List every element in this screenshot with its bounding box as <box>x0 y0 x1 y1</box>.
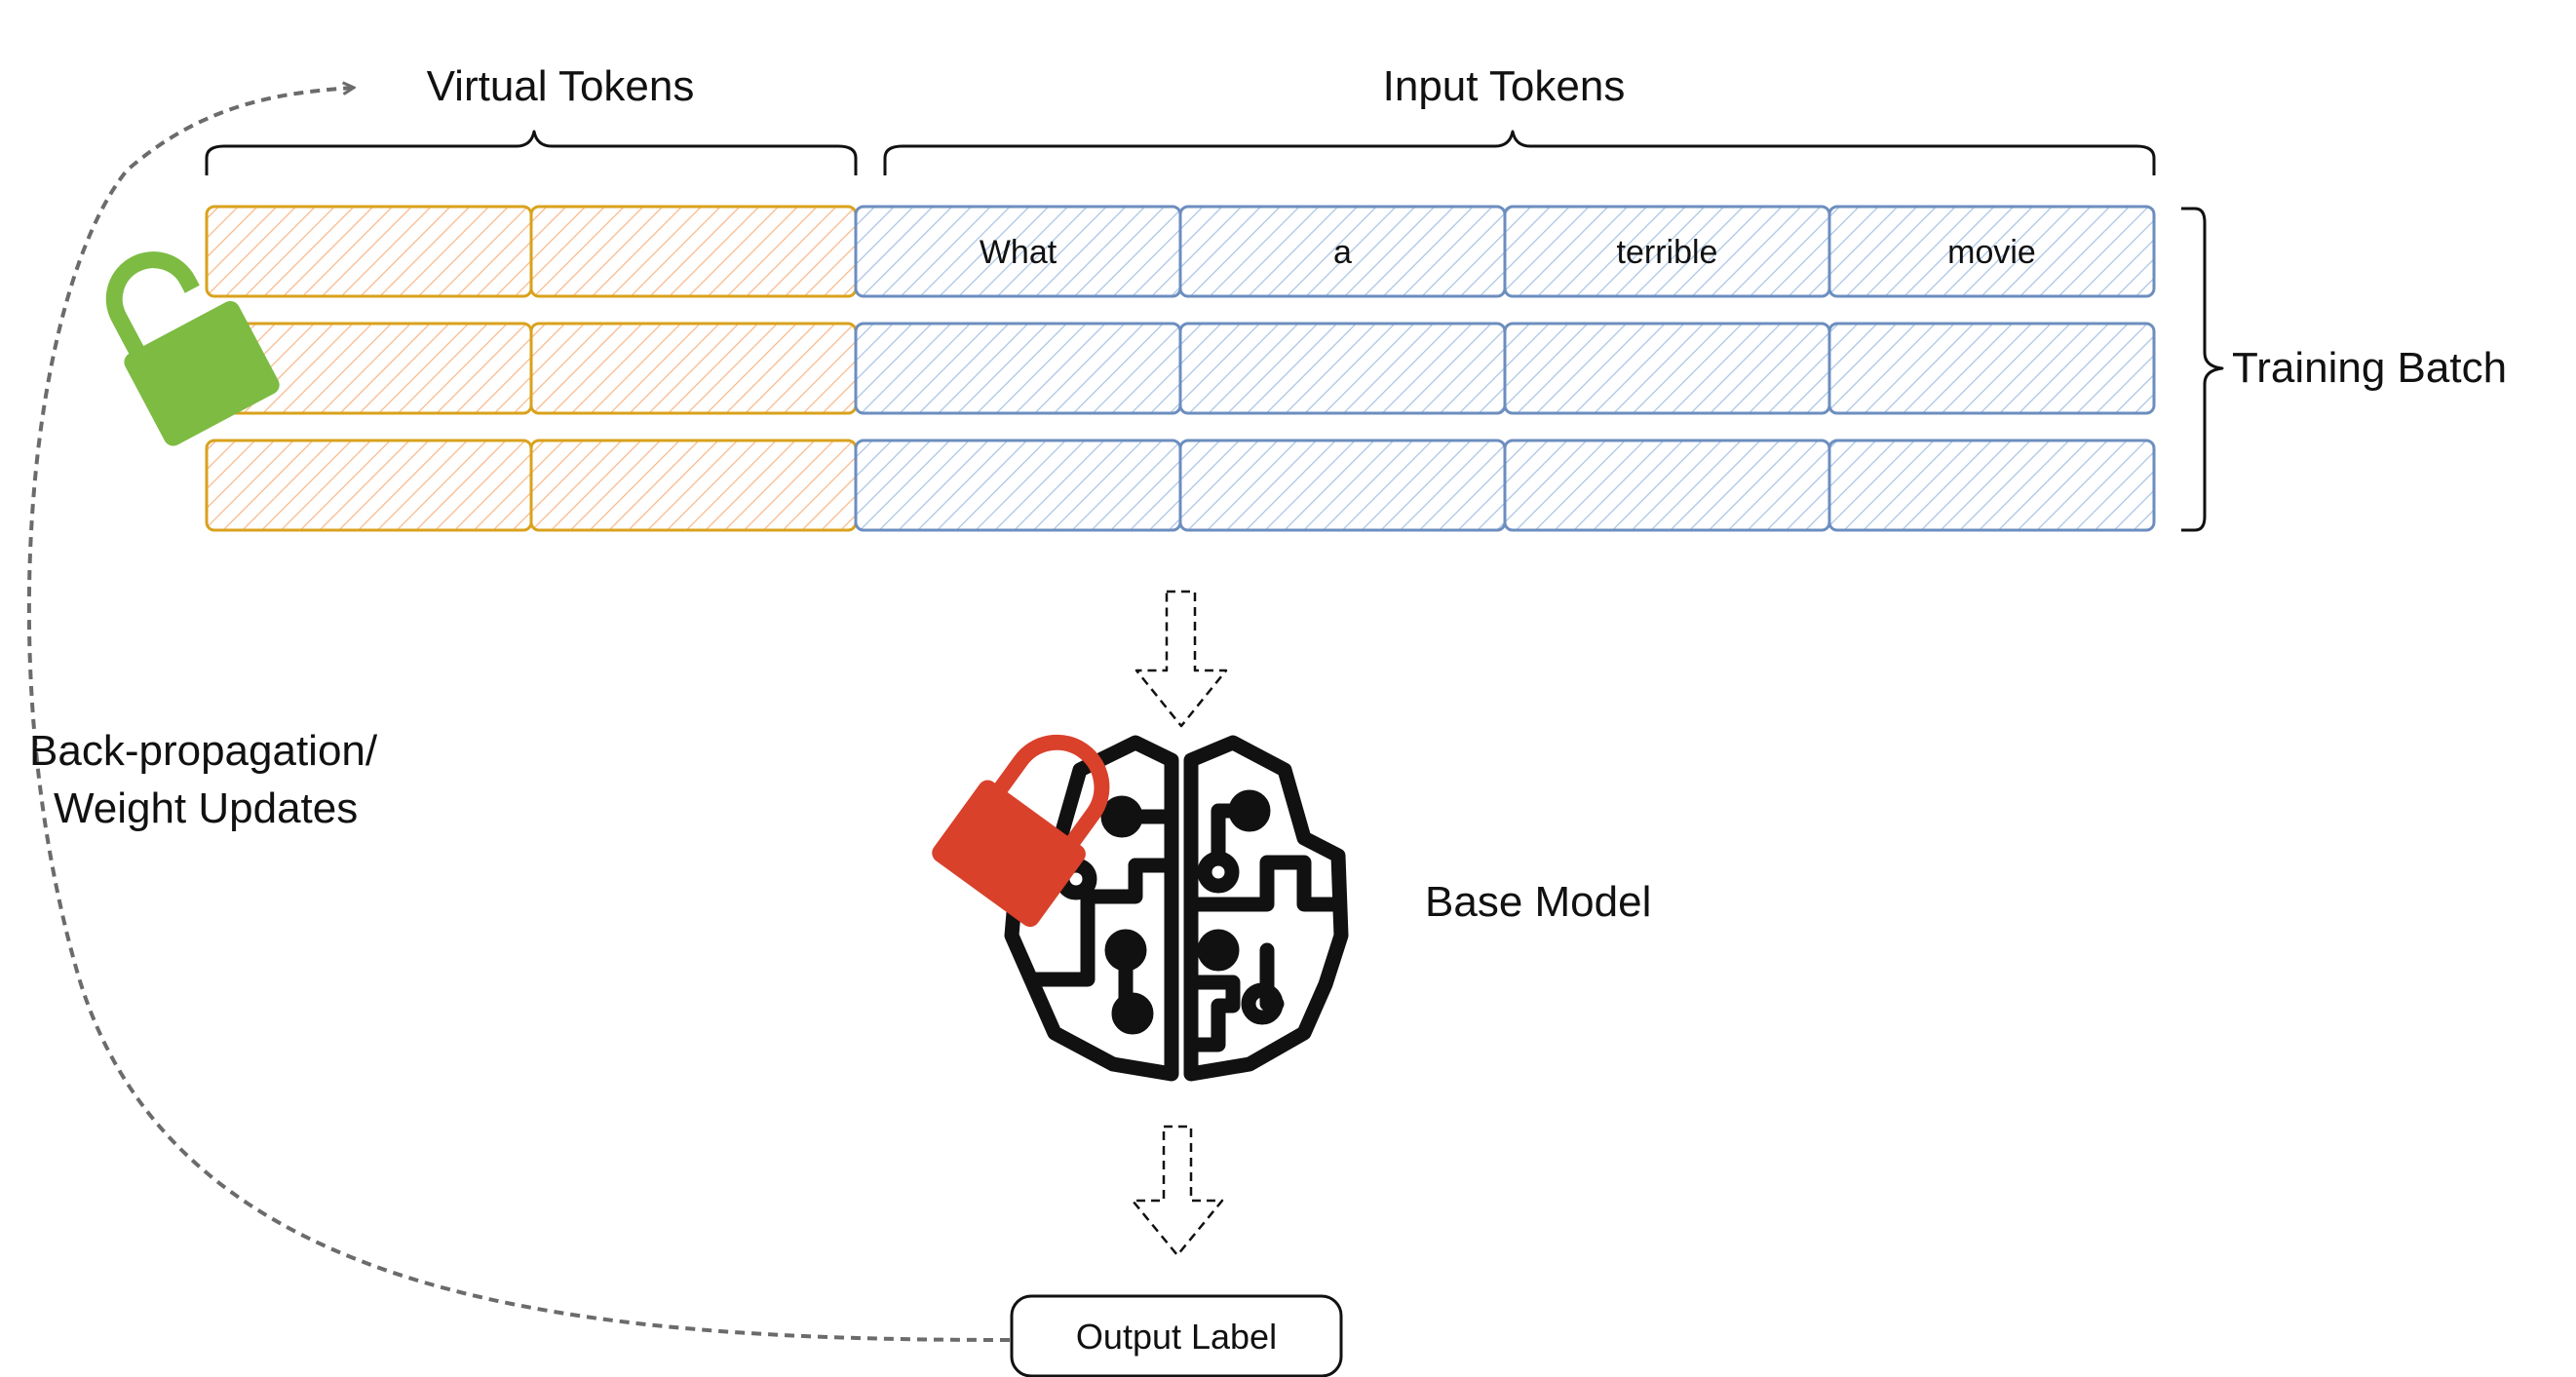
virtual-token-cell <box>529 439 858 532</box>
virtual-token-cell <box>529 322 858 415</box>
input-token-text: movie <box>1947 234 2036 271</box>
down-arrow-to-output <box>1131 1125 1224 1257</box>
down-arrow-to-model <box>1134 590 1228 728</box>
input-token-text: a <box>1333 234 1352 271</box>
input-token-cell <box>1178 439 1507 532</box>
training-batch-label: Training Batch <box>2232 344 2507 392</box>
input-token-cell <box>1178 322 1507 415</box>
training-batch-grid: What a terrible movie <box>205 205 2156 532</box>
unlocked-padlock-icon <box>105 251 280 446</box>
output-label-box <box>1010 1294 1343 1377</box>
input-token-cell <box>1827 439 2156 532</box>
backprop-label-line1: Back-propagation/ <box>29 727 378 775</box>
input-token-text: What <box>980 234 1057 271</box>
output-label-text: Output Label <box>1076 1317 1277 1357</box>
backprop-arrow <box>26 88 1011 1342</box>
virtual-token-cell <box>205 439 533 532</box>
base-model-label: Base Model <box>1425 878 1651 926</box>
input-token-cell <box>854 322 1182 415</box>
virtual-token-cell <box>529 205 858 298</box>
input-token-cell <box>1503 322 1831 415</box>
input-token-cell <box>1827 322 2156 415</box>
input-tokens-title: Input Tokens <box>1383 62 1626 110</box>
virtual-tokens-brace <box>205 130 858 175</box>
virtual-tokens-title: Virtual Tokens <box>427 62 695 110</box>
input-token-text: terrible <box>1617 234 1718 271</box>
input-token-cell <box>1503 439 1831 532</box>
training-batch-brace <box>2181 207 2224 532</box>
brain-circuit-icon <box>1004 735 1349 1082</box>
virtual-token-cell <box>205 205 533 298</box>
input-token-cell <box>854 439 1182 532</box>
input-token-cell <box>1827 205 2156 298</box>
input-tokens-brace <box>883 130 2156 175</box>
backprop-label-line2: Weight Updates <box>54 784 358 832</box>
locked-padlock-icon <box>932 734 1110 928</box>
